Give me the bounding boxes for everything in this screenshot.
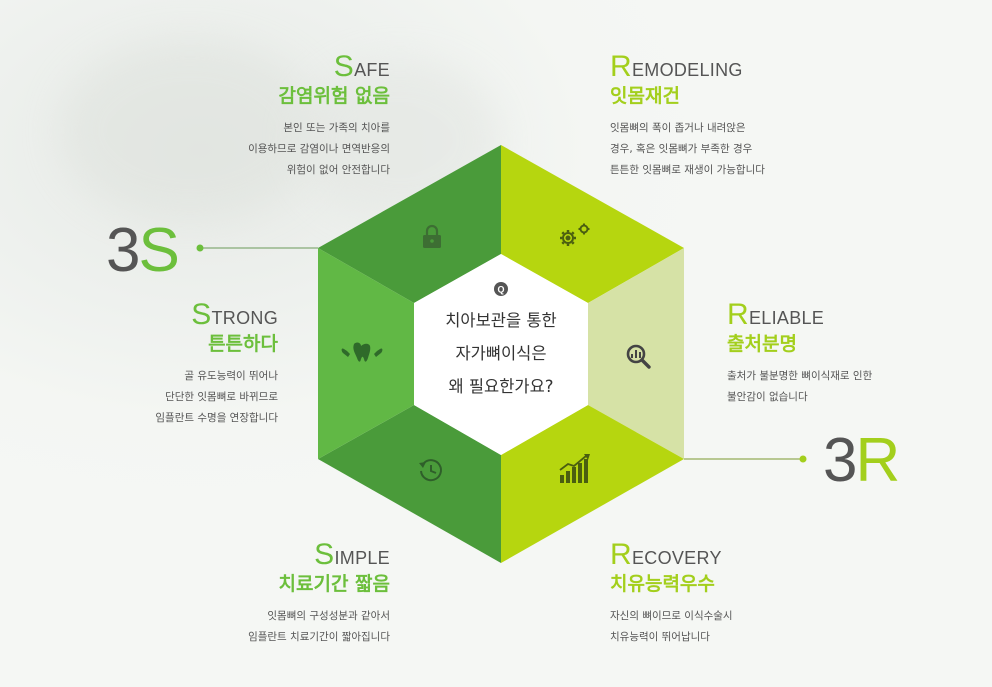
simple-desc-line: 임플란트 치료기간이 짧아집니다 [248,630,390,643]
center-line-3: 왜 필요한가요? [448,377,554,396]
recovery-title-rest: ECOVERY [631,548,722,568]
strong-desc-line: 임플란트 수명을 연장합니다 [155,411,278,424]
center-hexagon [414,254,588,455]
remodeling-korean-title: 잇몸재건 [610,85,680,107]
safe-description: 본인 또는 가족의 치아를 이용하므로 감염이나 면역반응의 위험이 없어 안전… [248,118,390,181]
clock-icon [419,459,442,482]
segment-recovery [501,405,684,563]
connector-dot-3r [799,455,807,463]
safe-desc-line: 본인 또는 가족의 치아를 [283,121,390,134]
strong-desc-line: 골 유도능력이 뛰어나 [184,369,278,382]
reliable-title: RELIABLE [727,300,872,330]
reliable-description: 출처가 불분명한 뼈이식재로 인한 불안감이 없습니다 [727,366,872,408]
remodeling-desc-line: 경우, 혹은 잇몸뼈가 부족한 경우 [610,142,753,155]
remodeling-desc-line: 잇몸뼈의 폭이 좁거나 내려앉은 [610,121,746,134]
safe-title-cap: S [333,50,355,83]
q-badge-label: Q [497,285,504,295]
simple-title: SIMPLE [248,540,390,570]
strong-title-cap: S [191,298,212,331]
label-3s-letter: S [138,216,179,285]
safe-korean-title: 감염위험 없음 [278,85,391,107]
simple-korean-title: 치료기간 짧음 [278,573,391,595]
reliable-desc-line: 불안감이 없습니다 [727,390,808,403]
remodeling-description: 잇몸뼈의 폭이 좁거나 내려앉은 경우, 혹은 잇몸뼈가 부족한 경우 튼튼한 … [610,118,765,181]
segment-simple [318,405,501,563]
block-strong: STRONG 튼튼하다 골 유도능력이 뛰어나 단단한 잇몸뼈로 바뀌므로 임플… [155,300,278,429]
label-3s-number: 3 [106,216,141,285]
segment-safe [318,145,501,303]
block-simple: SIMPLE 치료기간 짧음 잇몸뼈의 구성성분과 같아서 임플란트 치료기간이… [248,540,390,648]
label-3r-number: 3 [823,426,858,495]
remodeling-title-cap: R [610,50,632,83]
center-line-1: 치아보관을 통한 [445,311,557,330]
strong-description: 골 유도능력이 뛰어나 단단한 잇몸뼈로 바뀌므로 임플란트 수명을 연장합니다 [155,366,278,429]
label-3s: 3S [106,220,180,282]
connector-dot-3s [196,244,204,252]
reliable-desc-line: 출처가 불분명한 뼈이식재로 인한 [727,369,873,382]
recovery-desc-line: 자신의 뼈이므로 이식수술시 [610,609,733,622]
center-line-2: 자가뼈이식은 [455,344,547,363]
lock-icon [423,224,441,248]
recovery-title-cap: R [610,538,632,571]
strong-korean-title: 튼튼하다 [208,333,278,355]
block-reliable: RELIABLE 출처분명 출처가 불분명한 뼈이식재로 인한 불안감이 없습니… [727,300,872,408]
label-3r: 3R [823,430,900,492]
segment-remodeling [501,145,684,303]
reliable-korean-title: 출처분명 [727,333,797,355]
muscle-tooth-icon [341,342,383,362]
block-recovery: RECOVERY 치유능력우수 자신의 뼈이므로 이식수술시 치유능력이 뛰어납… [610,540,733,648]
strong-title: STRONG [155,300,278,330]
reliable-title-cap: R [727,298,749,331]
recovery-title: RECOVERY [610,540,733,570]
strong-desc-line: 단단한 잇몸뼈로 바뀌므로 [165,390,278,403]
simple-title-cap: S [314,538,335,571]
recovery-korean-title: 치유능력우수 [610,573,715,595]
block-remodeling: REMODELING 잇몸재건 잇몸뼈의 폭이 좁거나 내려앉은 경우, 혹은 … [610,52,765,181]
safe-desc-line: 위험이 없어 안전합니다 [286,163,390,176]
q-badge [494,282,508,296]
simple-description: 잇몸뼈의 구성성분과 같아서 임플란트 치료기간이 짧아집니다 [248,606,390,648]
center-question: 치아보관을 통한 자가뼈이식은 왜 필요한가요? [416,304,586,403]
gears-icon [560,223,590,246]
strong-title-rest: TRONG [211,308,278,328]
simple-title-rest: IMPLE [334,548,390,568]
background-blur [60,40,320,220]
magnifier-icon [626,344,651,369]
safe-title-rest: AFE [354,60,390,80]
bar-chart-icon [559,454,590,483]
safe-title: SAFE [248,52,390,82]
remodeling-title-rest: EMODELING [631,60,743,80]
remodeling-title: REMODELING [610,52,765,82]
remodeling-desc-line: 튼튼한 잇몸뼈로 재생이 가능합니다 [610,163,765,176]
block-safe: SAFE 감염위험 없음 본인 또는 가족의 치아를 이용하므로 감염이나 면역… [248,52,390,181]
safe-desc-line: 이용하므로 감염이나 면역반응의 [248,142,390,155]
simple-desc-line: 잇몸뼈의 구성성분과 같아서 [267,609,390,622]
reliable-title-rest: ELIABLE [748,308,825,328]
label-3r-letter: R [855,426,900,495]
recovery-description: 자신의 뼈이므로 이식수술시 치유능력이 뛰어납니다 [610,606,733,648]
recovery-desc-line: 치유능력이 뛰어납니다 [610,630,710,643]
